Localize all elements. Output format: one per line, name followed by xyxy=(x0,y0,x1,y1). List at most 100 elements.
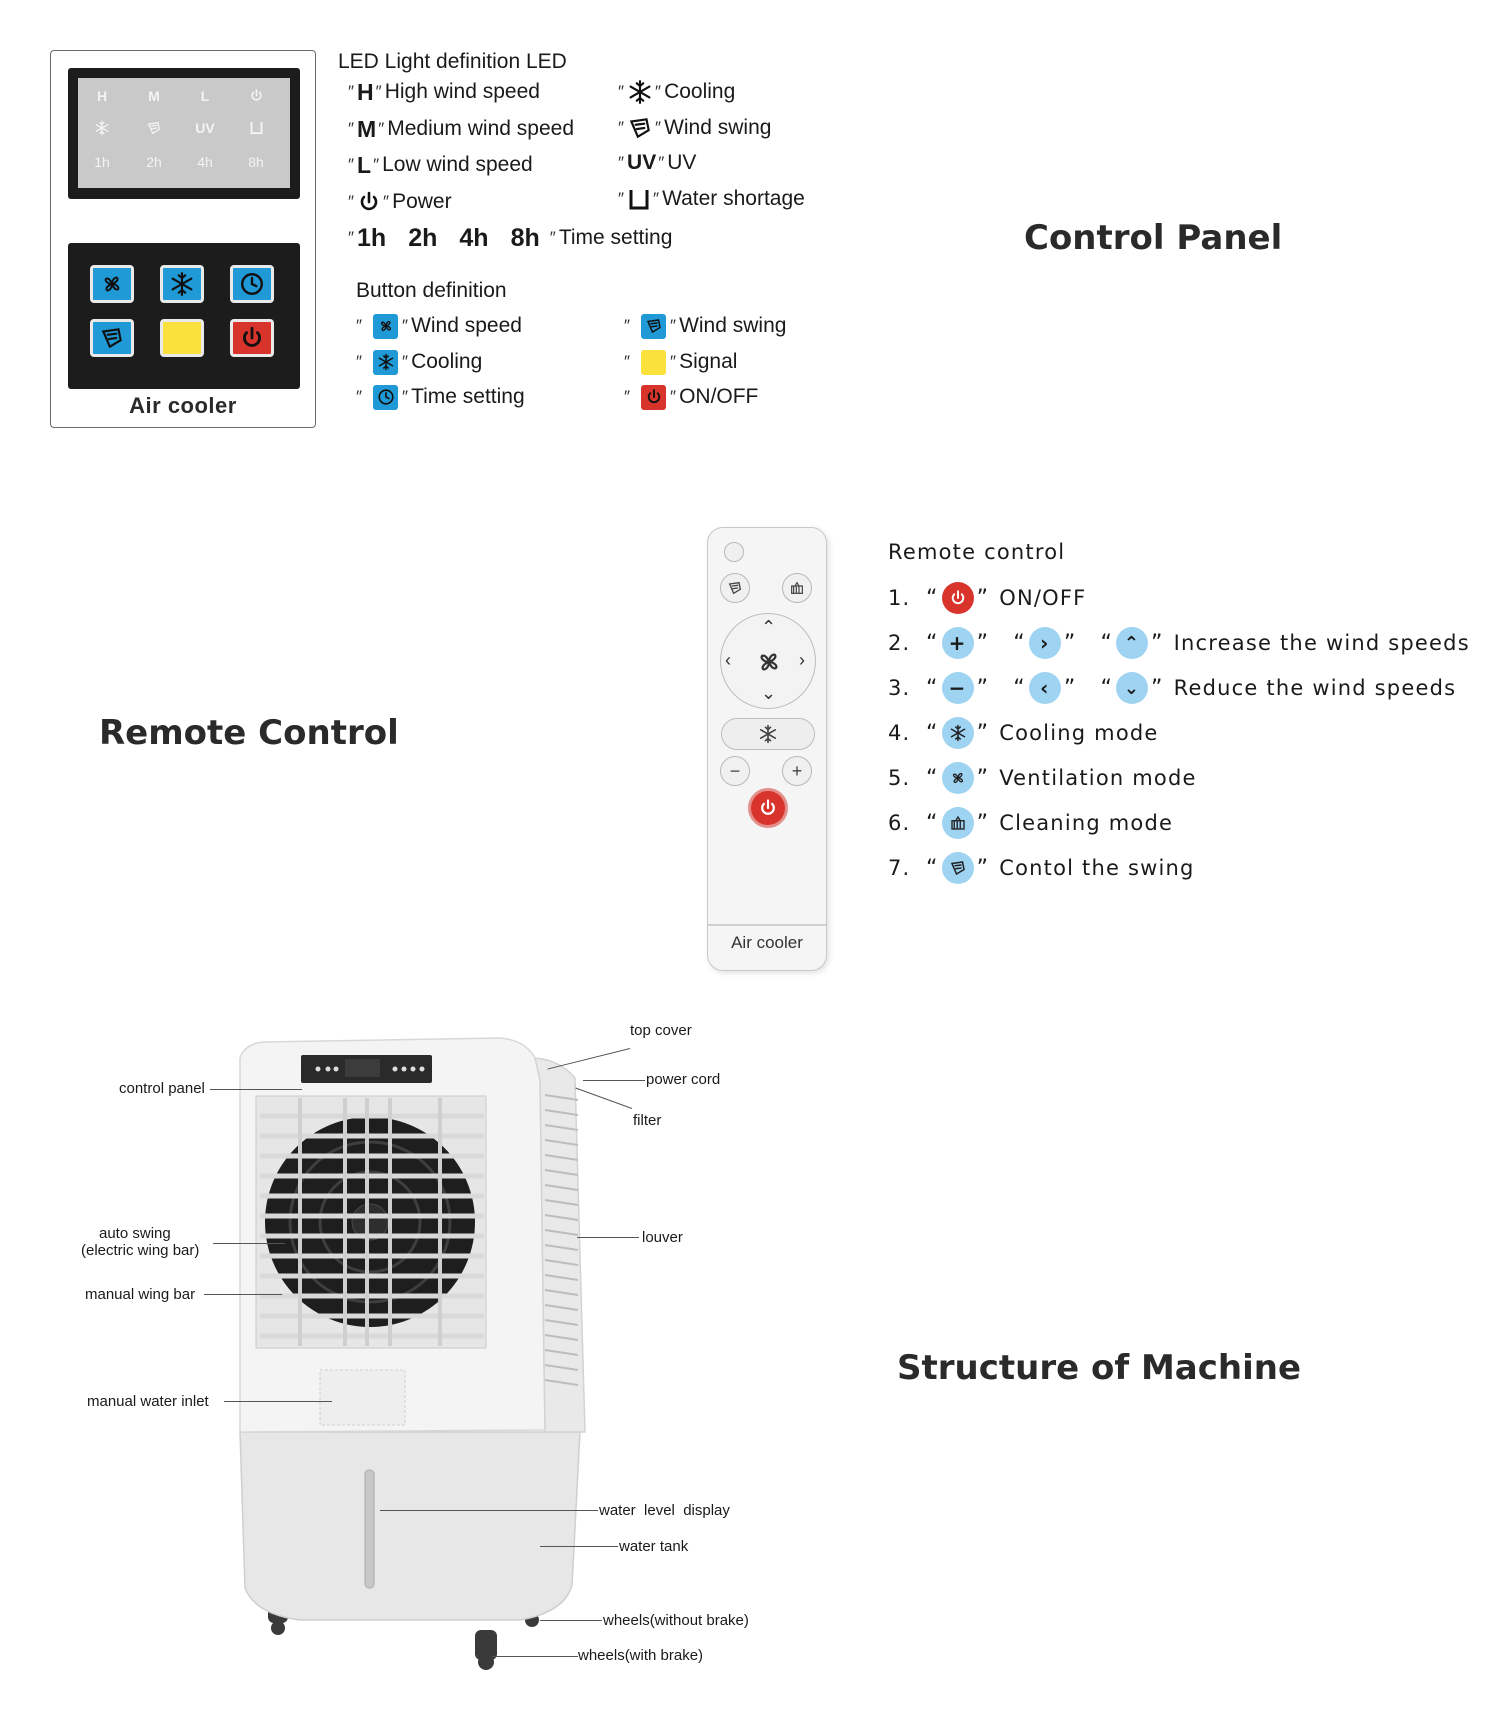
panel-device-label: Air cooler xyxy=(129,393,237,418)
item-label: Contol the swing xyxy=(999,856,1195,880)
item-number: 7. xyxy=(888,856,911,880)
panel-timer-button[interactable] xyxy=(230,265,274,303)
panel-button-area xyxy=(68,243,300,389)
down-arrow-icon[interactable]: ⌄ xyxy=(761,683,777,703)
btn-def-time: ″″Time setting xyxy=(356,384,525,410)
right-arrow-icon: › xyxy=(1028,627,1061,659)
led-2h: 2h xyxy=(146,154,162,170)
label-water-level-display: water level display xyxy=(599,1502,730,1519)
panel-wind-speed-button[interactable] xyxy=(90,265,134,303)
btn-def-label: Time setting xyxy=(411,385,525,408)
led-uv: UV xyxy=(195,120,215,136)
led-high: H xyxy=(96,88,108,104)
swing-icon xyxy=(941,852,974,884)
item-label: Reduce the wind speeds xyxy=(1173,676,1457,700)
remote-item-increase: 2. “+” “›” “⌃” Increase the wind speeds xyxy=(888,626,1470,660)
item-number: 6. xyxy=(888,811,911,835)
led-def-time: ″ 1h 2h 4h 8h ″Time setting xyxy=(348,223,673,252)
led-def-label: Cooling xyxy=(664,80,736,103)
m-symbol: M xyxy=(357,115,377,142)
item-label: ON/OFF xyxy=(999,586,1087,610)
remote-cooling-key[interactable] xyxy=(721,718,815,750)
led-low: L xyxy=(200,88,210,104)
item-label: Cleaning mode xyxy=(999,811,1174,835)
power-icon xyxy=(357,190,381,214)
led-definition-heading: LED Light definition LED xyxy=(338,50,567,73)
time-8h: 8h xyxy=(510,223,540,252)
remote-minus-key[interactable]: − xyxy=(720,756,750,786)
leader-power-cord xyxy=(583,1080,645,1081)
fan-icon[interactable] xyxy=(754,647,784,677)
power-icon xyxy=(641,384,667,410)
remote-swing-key[interactable] xyxy=(720,573,750,603)
item-label: Cooling mode xyxy=(999,721,1159,745)
remote-control-title: Remote Control xyxy=(99,713,399,753)
label-auto-swing: auto swing xyxy=(99,1225,171,1242)
item-number: 5. xyxy=(888,766,911,790)
btn-def-label: Wind speed xyxy=(411,314,522,337)
btn-def-swing: ″″Wind swing xyxy=(624,313,787,339)
led-def-low: ″L″Low wind speed xyxy=(348,151,533,178)
leader-wheels-brake xyxy=(492,1656,578,1657)
item-label: Increase the wind speeds xyxy=(1173,631,1470,655)
label-wheels-without-brake: wheels(without brake) xyxy=(603,1612,749,1629)
led-def-label: Low wind speed xyxy=(382,153,533,176)
label-power-cord: power cord xyxy=(646,1071,721,1088)
item-label: Ventilation mode xyxy=(999,766,1197,790)
structure-title: Structure of Machine xyxy=(897,1348,1302,1388)
remote-clean-key[interactable] xyxy=(782,573,812,603)
led-snowflake-icon xyxy=(82,120,122,139)
leader-water-level xyxy=(380,1510,598,1511)
led-def-high: ″H″High wind speed xyxy=(348,78,540,105)
swing-icon xyxy=(641,313,667,339)
remote-item-swing: 7. “” Contol the swing xyxy=(888,851,1195,885)
leader-water-tank xyxy=(540,1546,618,1547)
remote-list-heading: Remote control xyxy=(888,540,1066,564)
time-2h: 2h xyxy=(408,223,438,252)
item-number: 1. xyxy=(888,586,911,610)
led-def-cooling: ″″Cooling xyxy=(618,80,736,103)
btn-def-wind-speed: ″″Wind speed xyxy=(356,313,522,339)
led-def-label: Medium wind speed xyxy=(387,117,574,140)
led-def-label: High wind speed xyxy=(384,80,540,103)
remote-power-key[interactable] xyxy=(748,788,788,828)
leader-manual-wing-bar xyxy=(204,1294,282,1295)
led-display: H M L UV 1h 2h 4h 8h xyxy=(68,68,300,199)
led-medium: M xyxy=(148,88,160,104)
panel-signal-button[interactable] xyxy=(160,319,204,357)
led-def-label: UV xyxy=(667,151,697,174)
down-arrow-icon: ⌄ xyxy=(1116,672,1149,704)
item-number: 2. xyxy=(888,631,911,655)
up-arrow-icon[interactable]: ⌃ xyxy=(761,617,777,637)
label-manual-wing-bar: manual wing bar xyxy=(85,1286,196,1303)
h-symbol: H xyxy=(357,78,374,105)
remote-dpad[interactable]: ⌃ ⌄ ‹ › xyxy=(720,613,816,709)
time-4h: 4h xyxy=(459,223,489,252)
power-icon xyxy=(941,582,974,614)
panel-cooling-button[interactable] xyxy=(160,265,204,303)
leader-wheels-no-brake xyxy=(540,1620,602,1621)
label-water-tank: water tank xyxy=(619,1538,689,1555)
leader-water-inlet xyxy=(224,1401,332,1402)
snowflake-icon xyxy=(373,349,399,375)
remote-control-device: ⌃ ⌄ ‹ › − + Air cooler xyxy=(707,527,827,971)
control-panel-title: Control Panel xyxy=(1024,218,1283,258)
led-def-label: Wind swing xyxy=(664,116,772,139)
remote-signal-led xyxy=(724,542,744,562)
leader-auto-swing xyxy=(213,1243,285,1244)
right-arrow-icon[interactable]: › xyxy=(799,650,805,670)
panel-power-button[interactable] xyxy=(230,319,274,357)
remote-plus-key[interactable]: + xyxy=(782,756,812,786)
led-8h: 8h xyxy=(248,154,264,170)
left-arrow-icon[interactable]: ‹ xyxy=(725,650,731,670)
fan-icon xyxy=(373,313,399,339)
remote-item-reduce: 3. “−” “‹” “⌄” Reduce the wind speeds xyxy=(888,671,1456,705)
remote-item-ventilation: 5. “” Ventilation mode xyxy=(888,761,1197,795)
panel-swing-button[interactable] xyxy=(90,319,134,357)
remote-item-cleaning: 6. “” Cleaning mode xyxy=(888,806,1173,840)
up-arrow-icon: ⌃ xyxy=(1116,627,1149,659)
clean-icon xyxy=(941,807,974,839)
label-electric-wing-bar: (electric wing bar) xyxy=(81,1242,200,1259)
fan-icon xyxy=(941,762,974,794)
led-swing-icon xyxy=(134,120,174,139)
